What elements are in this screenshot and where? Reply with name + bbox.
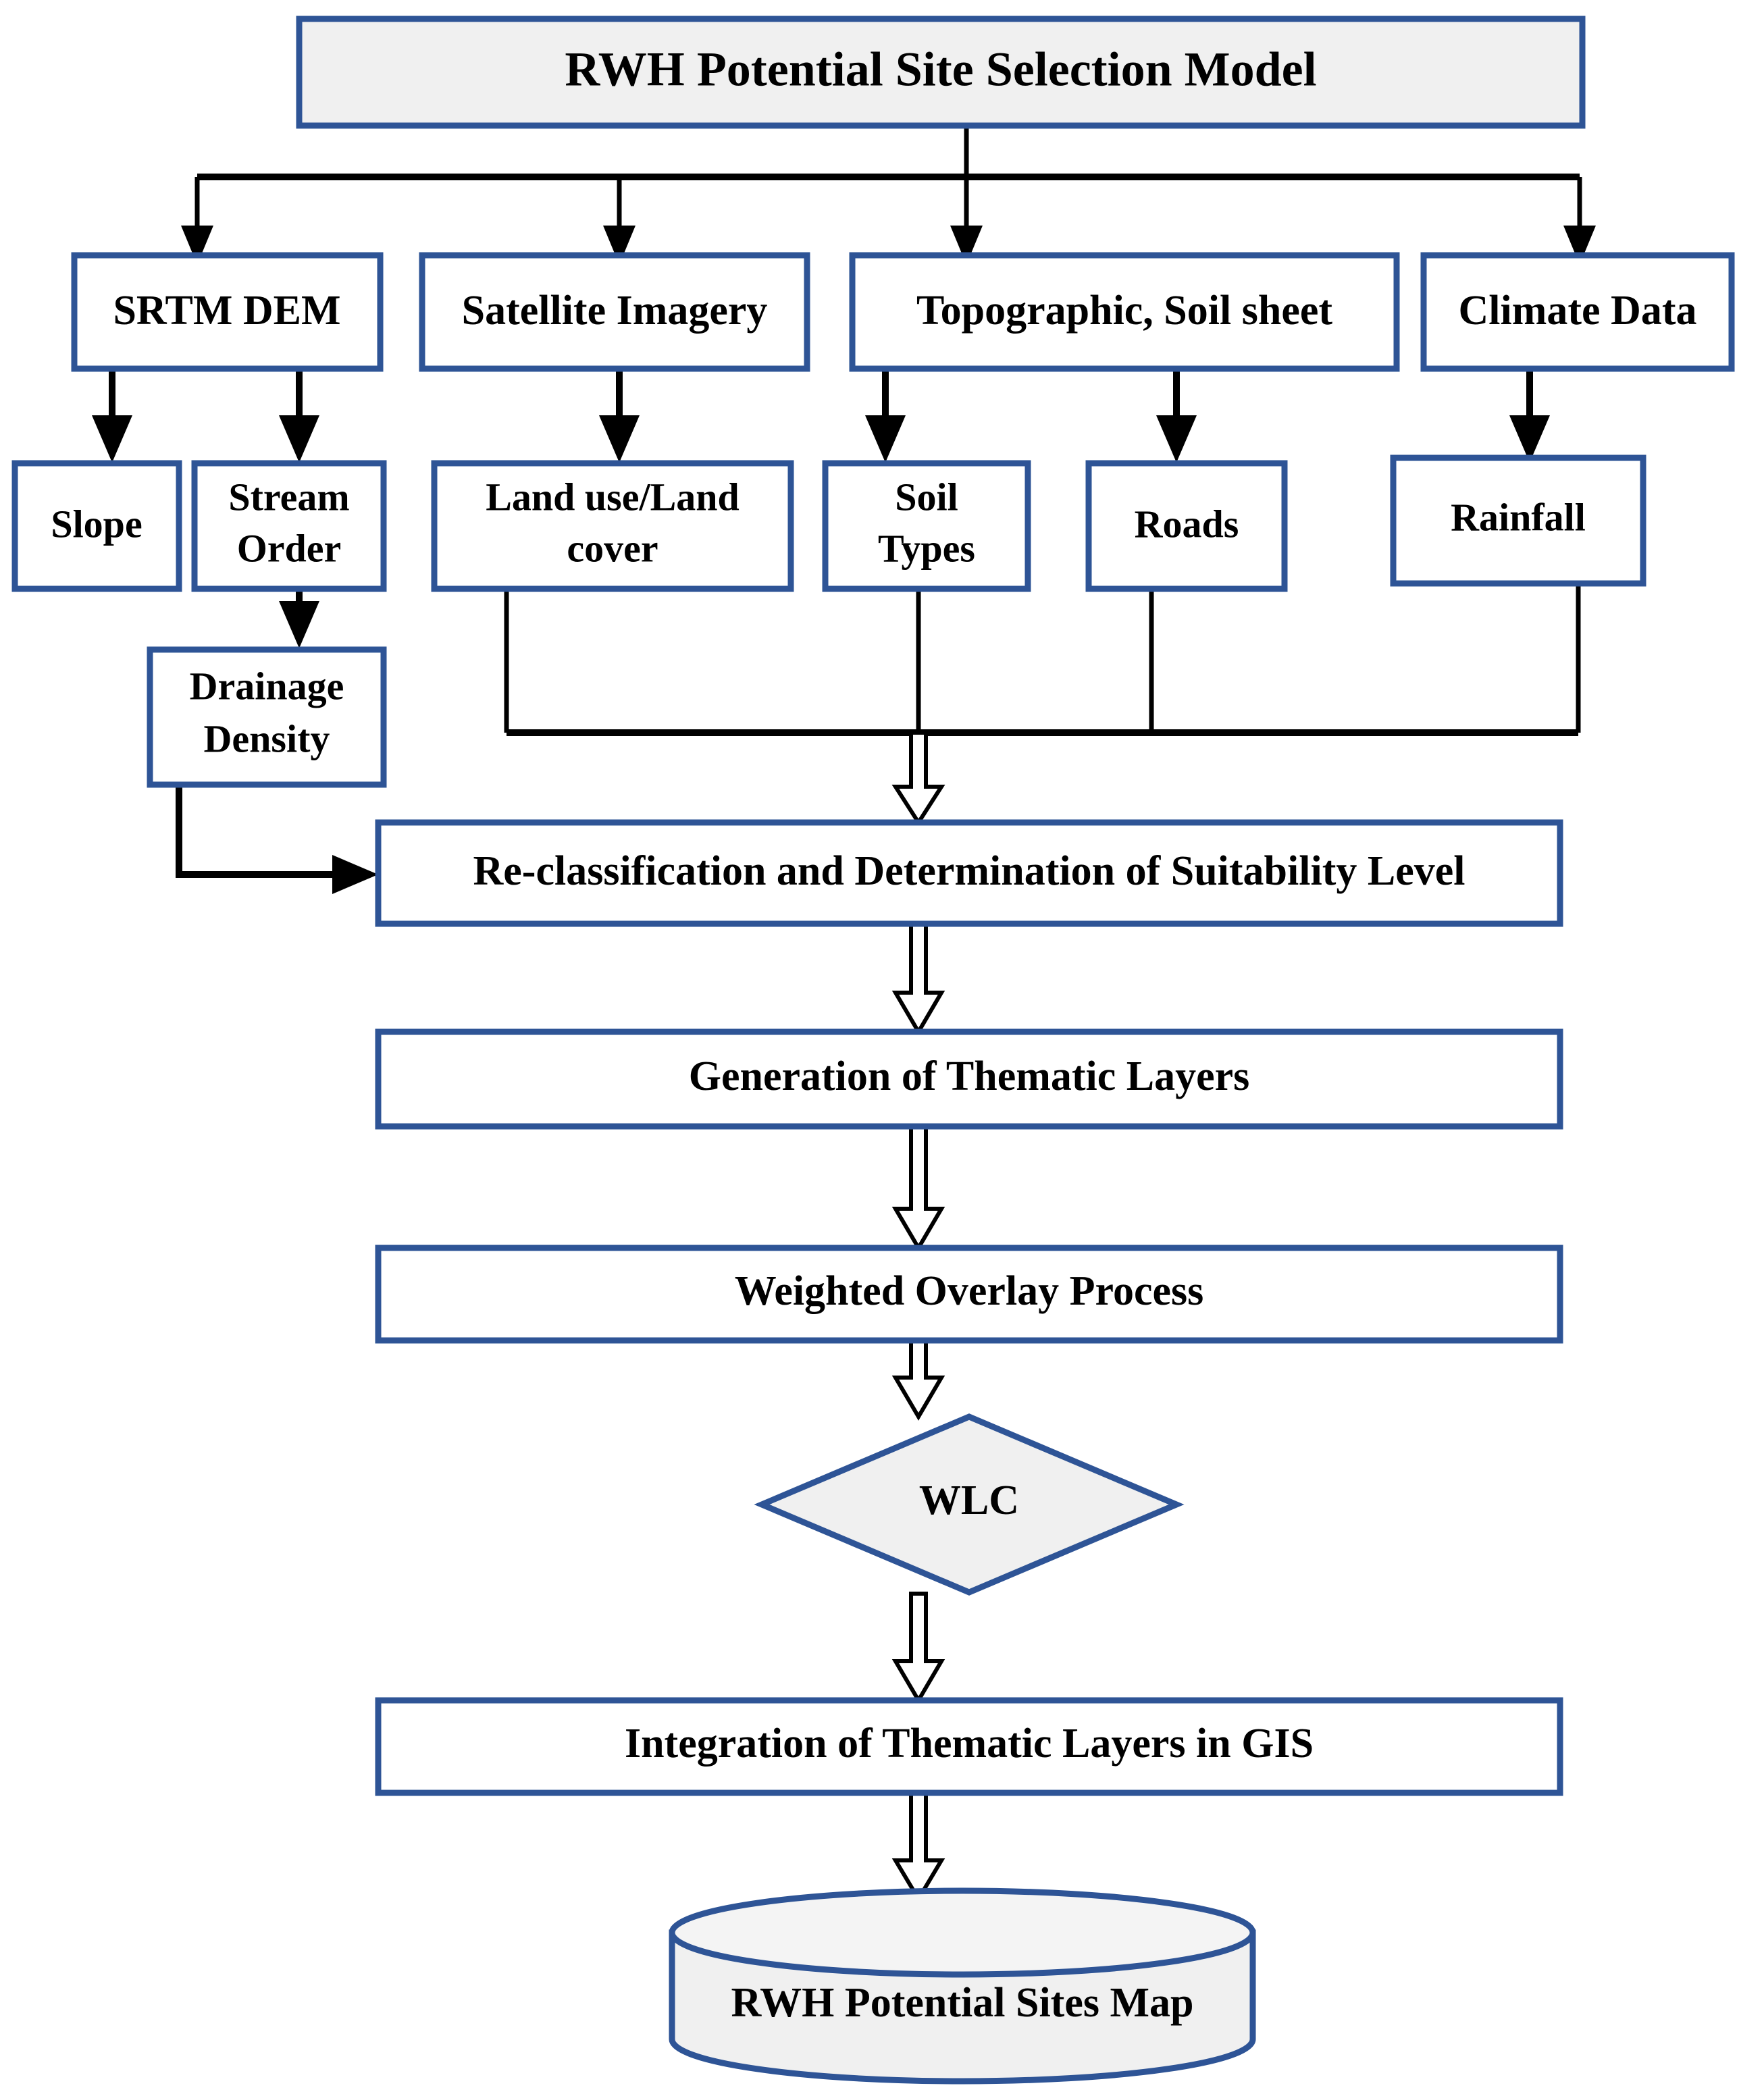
edge-drainage-to-reclass-arrowhead (332, 855, 378, 894)
node-generation-thematic-layers[interactable]: Generation of Thematic Layers (375, 1028, 1563, 1130)
node-climate-data-label: Climate Data (1459, 288, 1697, 334)
node-slope-box[interactable] (11, 460, 182, 592)
edge-climate-to-rainfall-arrowhead (1509, 415, 1550, 463)
node-slope[interactable]: Slope (11, 460, 182, 592)
node-roads[interactable]: Roads (1085, 460, 1288, 592)
node-reclassification[interactable]: Re-classification and Determination of S… (375, 819, 1563, 927)
node-integration-gis-box[interactable] (375, 1697, 1563, 1796)
node-srtm-dem-box[interactable] (71, 252, 384, 372)
node-srtm-dem-label: SRTM DEM (113, 288, 340, 334)
node-reclassification-box[interactable] (375, 819, 1563, 927)
node-rainfall[interactable]: Rainfall (1390, 454, 1646, 587)
node-stream-order-box[interactable] (191, 460, 387, 592)
node-topographic-soil-sheet[interactable]: Topographic, Soil sheet (849, 252, 1400, 372)
node-soil-types[interactable]: Soil Types (822, 460, 1031, 592)
node-reclassification-label: Re-classification and Determination of S… (473, 848, 1465, 894)
edge-reclass-to-thematic-hollow-arrow (891, 922, 945, 1036)
edge-root-to-satellite-arrowhead (603, 226, 635, 265)
node-output-cylinder-top (669, 1887, 1256, 1978)
edge-thematic-to-overlay-hollow-arrow (891, 1124, 945, 1252)
node-root[interactable]: RWH Potential Site Selection Model (296, 16, 1586, 129)
node-weighted-overlay-process-label: Weighted Overlay Process (735, 1268, 1204, 1314)
node-stream-order-label-line2: Order (237, 526, 342, 570)
edge-wlc-to-integration-hollow-arrow (891, 1592, 945, 1704)
node-satellite-imagery[interactable]: Satellite Imagery (419, 252, 810, 372)
node-satellite-imagery-label: Satellite Imagery (462, 288, 768, 334)
node-rainfall-box[interactable] (1390, 454, 1646, 587)
node-land-use-label-line2: cover (567, 526, 658, 570)
node-stream-order-label-line1: Stream (228, 475, 349, 519)
node-root-box[interactable] (296, 16, 1586, 129)
node-drainage-density[interactable]: Drainage Density (147, 646, 387, 788)
edge-root-to-climate-arrowhead (1563, 226, 1596, 265)
node-root-label: RWH Potential Site Selection Model (565, 43, 1316, 97)
node-soil-types-box[interactable] (822, 460, 1031, 592)
edge-topo-to-roads-arrowhead (1156, 415, 1197, 463)
node-generation-thematic-layers-box[interactable] (375, 1028, 1563, 1130)
connector-layer (92, 125, 1596, 1903)
node-wlc-shape[interactable] (754, 1413, 1185, 1596)
node-topographic-soil-sheet-label: Topographic, Soil sheet (916, 288, 1332, 334)
edge-bus-to-reclass-hollow-arrow (891, 731, 945, 827)
node-rainfall-label: Rainfall (1451, 495, 1586, 539)
node-satellite-imagery-box[interactable] (419, 252, 810, 372)
node-integration-gis-label: Integration of Thematic Layers in GIS (625, 1721, 1314, 1767)
node-land-use-land-cover-box[interactable] (431, 460, 794, 592)
node-integration-gis[interactable]: Integration of Thematic Layers in GIS (375, 1697, 1563, 1796)
edge-satellite-to-landuse-arrowhead (599, 415, 640, 463)
edge-overlay-to-wlc-hollow-arrow (891, 1338, 945, 1421)
node-drainage-density-label-line1: Drainage (190, 664, 344, 708)
node-roads-label: Roads (1135, 502, 1239, 546)
edge-srtm-to-slope-arrowhead (92, 415, 132, 463)
node-srtm-dem[interactable]: SRTM DEM (71, 252, 384, 372)
edge-root-to-srtm-arrowhead (181, 226, 213, 265)
edge-root-to-topo-arrowhead (950, 226, 983, 265)
node-weighted-overlay-process[interactable]: Weighted Overlay Process (375, 1245, 1563, 1344)
node-drainage-density-box[interactable] (147, 646, 387, 788)
node-stream-order[interactable]: Stream Order (191, 460, 387, 592)
edge-topo-to-soil-arrowhead (865, 415, 906, 463)
node-drainage-density-label-line2: Density (204, 716, 330, 760)
node-climate-data-box[interactable] (1420, 252, 1735, 372)
node-output-cylinder-label: RWH Potential Sites Map (731, 1980, 1194, 2026)
node-wlc[interactable]: WLC (754, 1413, 1185, 1596)
node-wlc-label: WLC (919, 1478, 1019, 1523)
node-land-use-label-line1: Land use/Land (486, 475, 740, 519)
edge-srtm-to-stream-arrowhead (279, 415, 319, 463)
node-generation-thematic-layers-label: Generation of Thematic Layers (689, 1053, 1250, 1099)
node-soil-types-label-line1: Soil (895, 475, 958, 519)
node-output-cylinder[interactable]: RWH Potential Sites Map (669, 1887, 1256, 2085)
edge-integration-to-output-hollow-arrow (891, 1791, 945, 1903)
node-topographic-soil-sheet-box[interactable] (849, 252, 1400, 372)
node-weighted-overlay-process-box[interactable] (375, 1245, 1563, 1344)
node-roads-box[interactable] (1085, 460, 1288, 592)
edge-drainage-to-reclass-line (176, 758, 338, 878)
node-land-use-land-cover[interactable]: Land use/Land cover (431, 460, 794, 592)
node-soil-types-label-line2: Types (878, 526, 975, 570)
node-slope-label: Slope (51, 502, 142, 546)
node-climate-data[interactable]: Climate Data (1420, 252, 1735, 372)
edge-stream-to-drainage-arrowhead (279, 601, 319, 648)
